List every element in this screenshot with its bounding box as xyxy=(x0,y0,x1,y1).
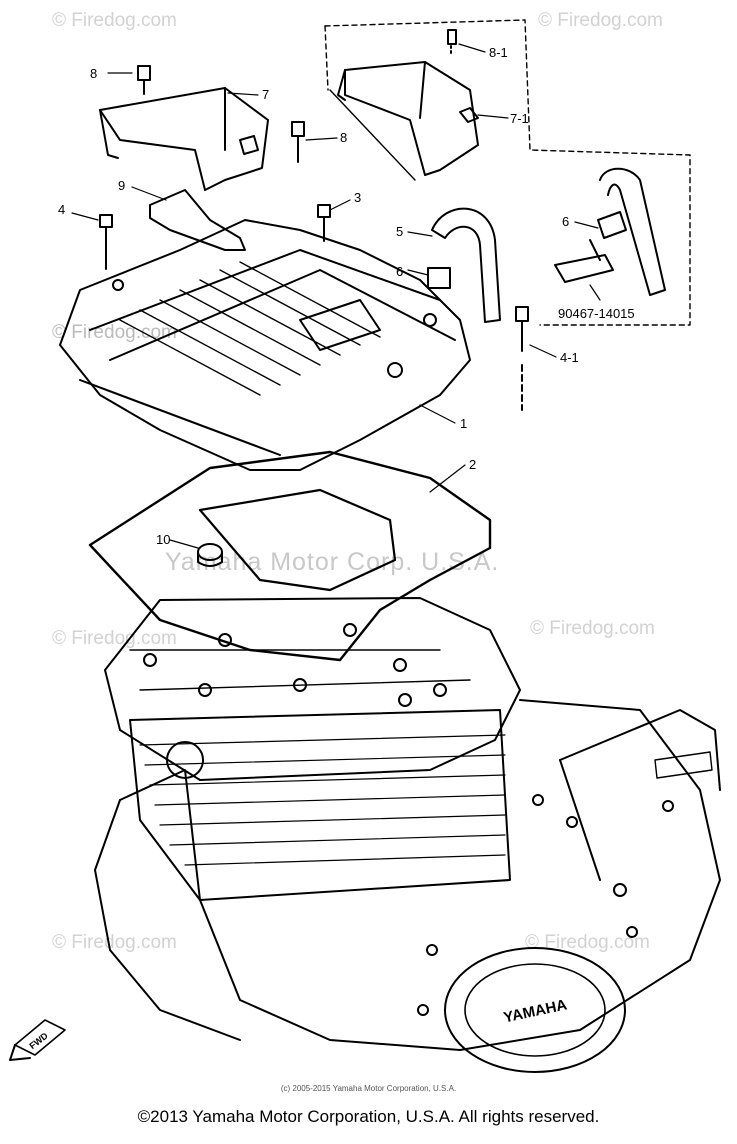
callout-4: 4 xyxy=(58,202,65,217)
footer-copyright: ©2013 Yamaha Motor Corporation, U.S.A. A… xyxy=(137,1107,600,1126)
small-copyright: (c) 2005-2015 Yamaha Motor Corporation, … xyxy=(280,1084,457,1093)
cylinder-head xyxy=(104,597,521,781)
crankcase xyxy=(94,699,721,1051)
inset-clip xyxy=(554,167,666,296)
callout-6-inset: 6 xyxy=(562,214,569,229)
watermark-right-2: © Firedog.com xyxy=(530,618,655,639)
head-cover-1 xyxy=(59,219,471,471)
watermark-left-3: © Firedog.com xyxy=(52,932,177,953)
callout-2: 2 xyxy=(469,457,476,472)
engine-badge-text: YAMAHA xyxy=(502,996,569,1026)
callout-10: 10 xyxy=(156,532,170,547)
fwd-arrow xyxy=(9,1019,66,1061)
callout-8-1: 8-1 xyxy=(489,45,508,60)
callout-4-1: 4-1 xyxy=(560,350,579,365)
callout-3: 3 xyxy=(354,190,361,205)
callout-7-1: 7-1 xyxy=(510,111,529,126)
plug-10 xyxy=(197,543,223,567)
callout-7: 7 xyxy=(262,87,269,102)
watermark-right-3: © Firedog.com xyxy=(525,932,650,953)
callout-9: 9 xyxy=(118,178,125,193)
watermark-mid-left: © Firedog.com xyxy=(52,322,177,343)
cover-7 xyxy=(99,87,269,191)
alternator-cover xyxy=(444,947,626,1073)
hose-5 xyxy=(427,207,501,323)
callout-6: 6 xyxy=(396,264,403,279)
leader-lines xyxy=(71,43,601,549)
part-number-label: 90467-14015 xyxy=(558,306,635,321)
callout-8-mid: 8 xyxy=(340,130,347,145)
inset-cover-7-1 xyxy=(324,19,691,326)
watermark-left-2: © Firedog.com xyxy=(52,628,177,649)
gasket-2 xyxy=(88,450,492,662)
callout-8-left: 8 xyxy=(90,66,97,81)
callout-1: 1 xyxy=(460,416,467,431)
bracket-9 xyxy=(149,189,246,251)
cylinder-block xyxy=(129,709,511,901)
watermark-top-right: © Firedog.com xyxy=(538,10,663,31)
watermark-top-left: © Firedog.com xyxy=(52,10,177,31)
fwd-label: FWD xyxy=(27,1030,50,1051)
case-badge xyxy=(654,751,713,779)
callout-5: 5 xyxy=(396,224,403,239)
